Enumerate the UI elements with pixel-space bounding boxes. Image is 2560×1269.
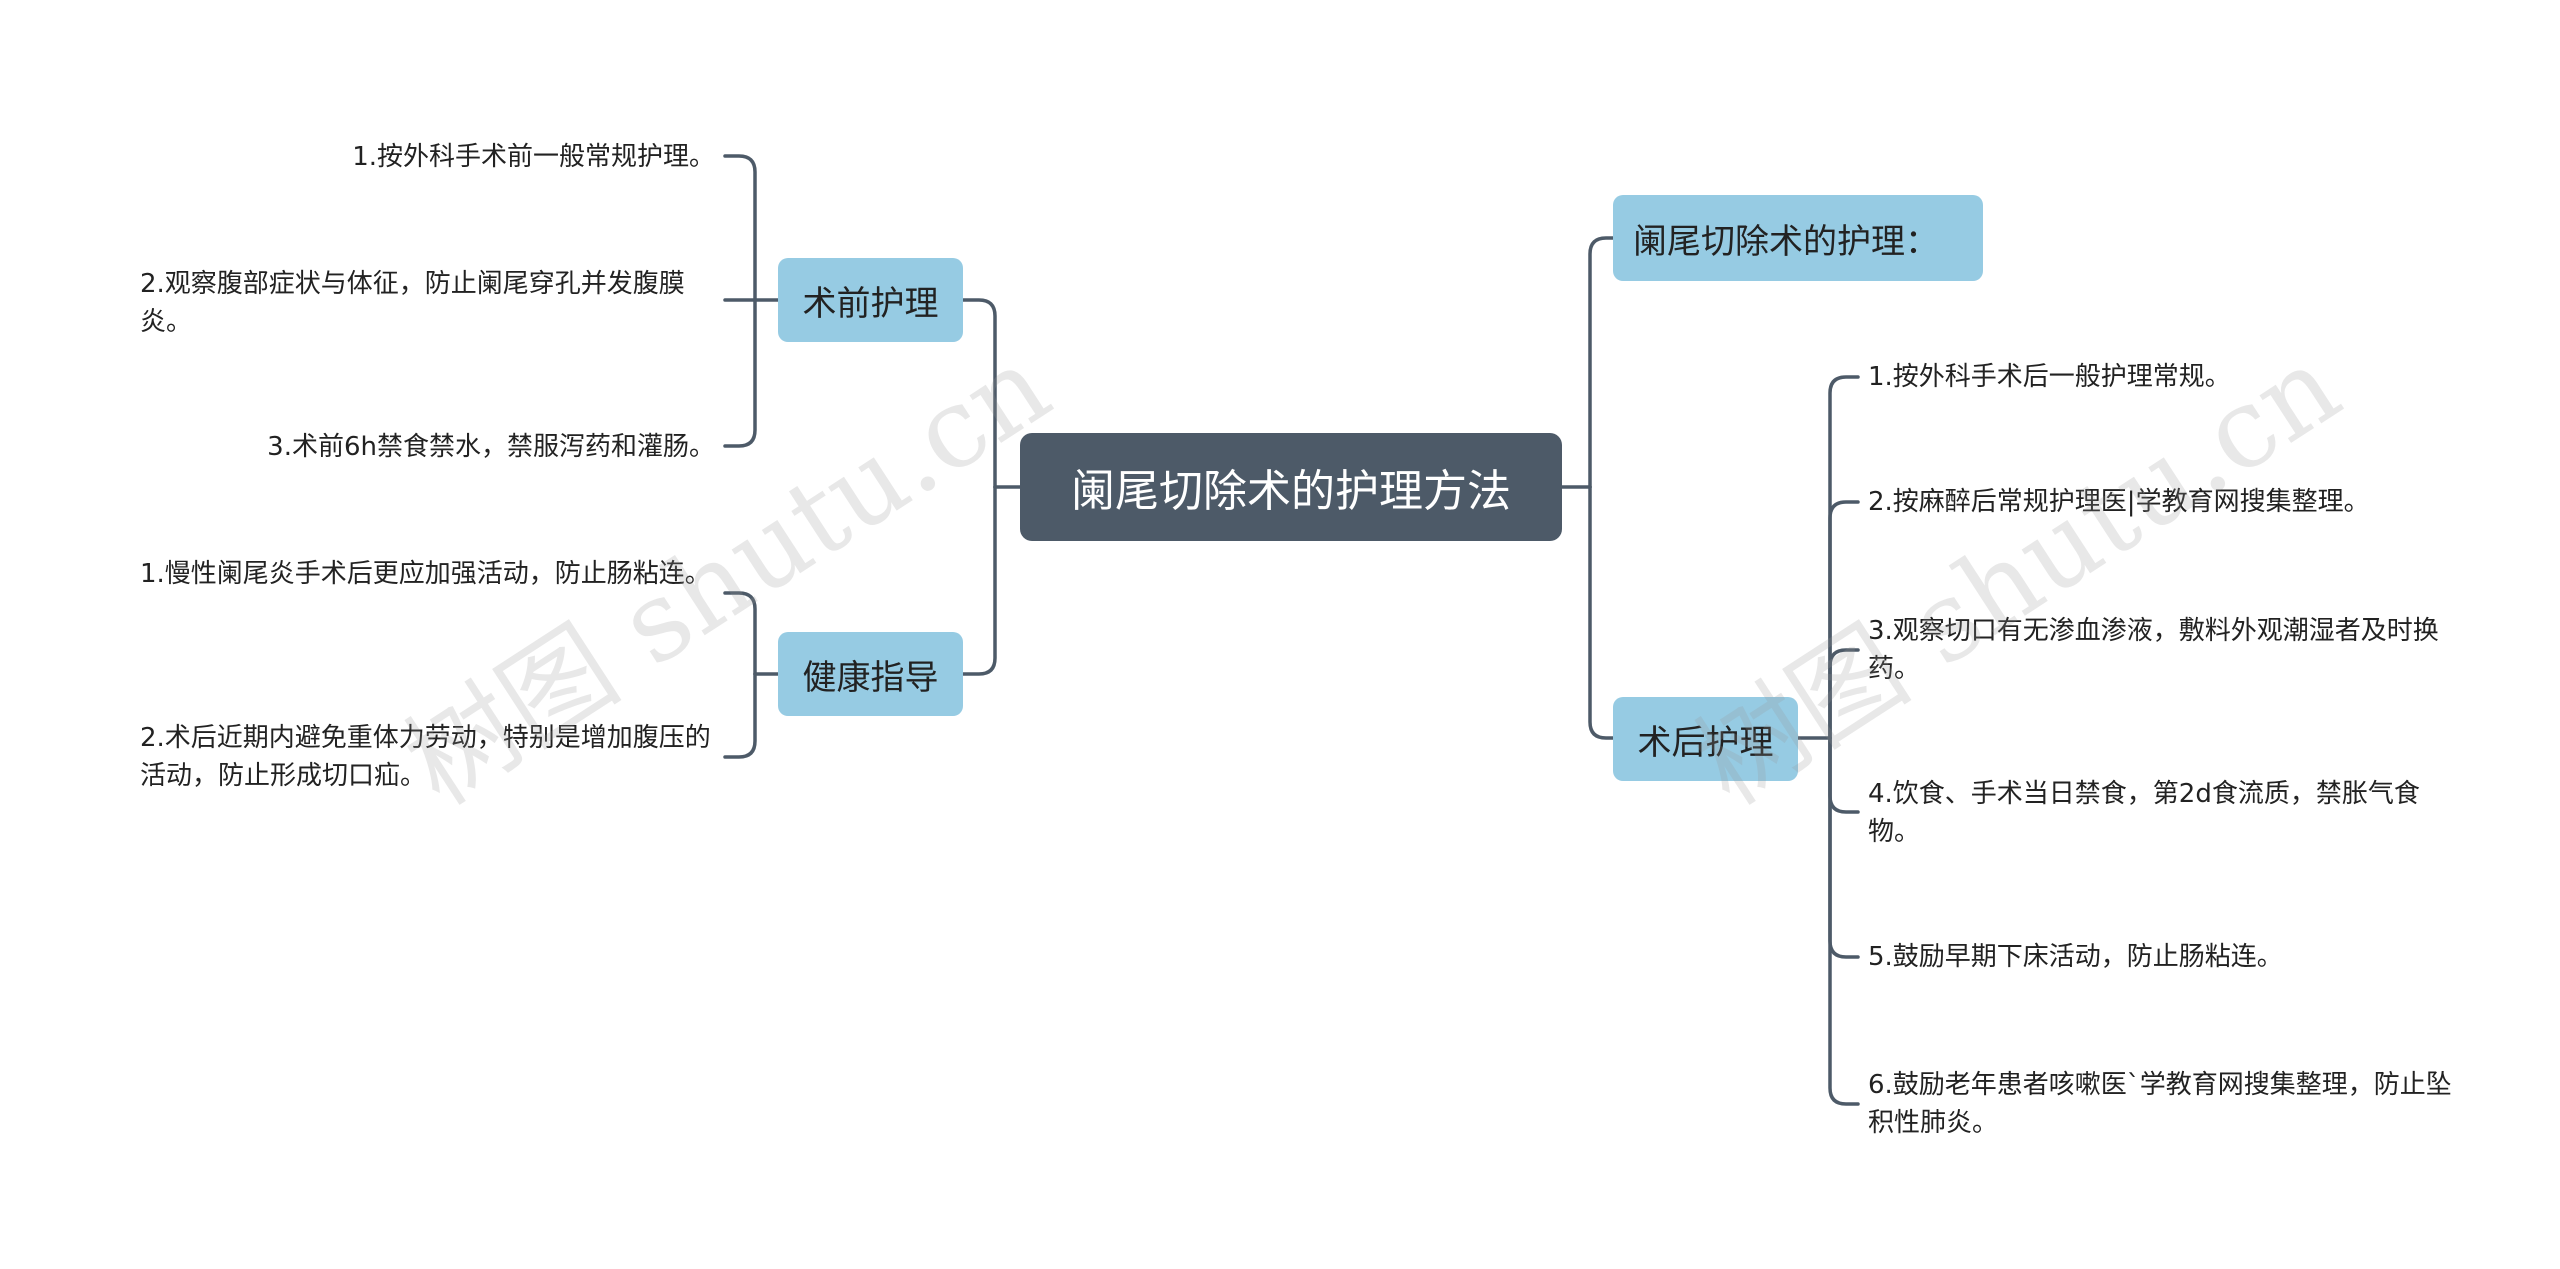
branch-postoperative-care[interactable]: 术后护理 [1613, 697, 1798, 781]
branch-label: 术前护理 [802, 283, 939, 324]
leaf-guidance-2[interactable]: 2.术后近期内避免重体力劳动，特别是增加腹压的活动，防止形成切口疝。 [140, 723, 711, 791]
branch-label: 术后护理 [1637, 722, 1774, 763]
root-topic[interactable]: 阑尾切除术的护理方法 [1020, 433, 1562, 541]
leaf-postop-5[interactable]: 5.鼓励早期下床活动，防止肠粘连。 [1868, 942, 2283, 972]
leaf-postop-2[interactable]: 2.按麻醉后常规护理医|学教育网搜集整理。 [1868, 487, 2370, 517]
root-topic-label: 阑尾切除术的护理方法 [1071, 466, 1511, 517]
leaf-postop-1[interactable]: 1.按外科手术后一般护理常规。 [1868, 362, 2231, 392]
leaf-postop-6[interactable]: 6.鼓励老年患者咳嗽医`学教育网搜集整理，防止坠积性肺炎。 [1868, 1070, 2452, 1138]
leaf-postop-3[interactable]: 3.观察切口有无渗血渗液，敷料外观潮湿者及时换药。 [1868, 616, 2439, 684]
branch-label: 阑尾切除术的护理： [1633, 221, 1939, 262]
leaf-preop-1[interactable]: 1.按外科手术前一般常规护理。 [352, 142, 715, 172]
leaf-preop-3[interactable]: 3.术前6h禁食禁水，禁服泻药和灌肠。 [267, 432, 715, 462]
leaf-postop-4[interactable]: 4.饮食、手术当日禁食，第2d食流质，禁胀气食物。 [1868, 779, 2420, 847]
branch-label: 健康指导 [802, 657, 939, 698]
leaf-preop-2[interactable]: 2.观察腹部症状与体征，防止阑尾穿孔并发腹膜炎。 [140, 269, 685, 337]
branch-health-guidance[interactable]: 健康指导 [778, 632, 963, 716]
leaf-guidance-1[interactable]: 1.慢性阑尾炎手术后更应加强活动，防止肠粘连。 [140, 559, 711, 589]
branch-appendectomy-care[interactable]: 阑尾切除术的护理： [1613, 195, 1983, 281]
branch-preoperative-care[interactable]: 术前护理 [778, 258, 963, 342]
